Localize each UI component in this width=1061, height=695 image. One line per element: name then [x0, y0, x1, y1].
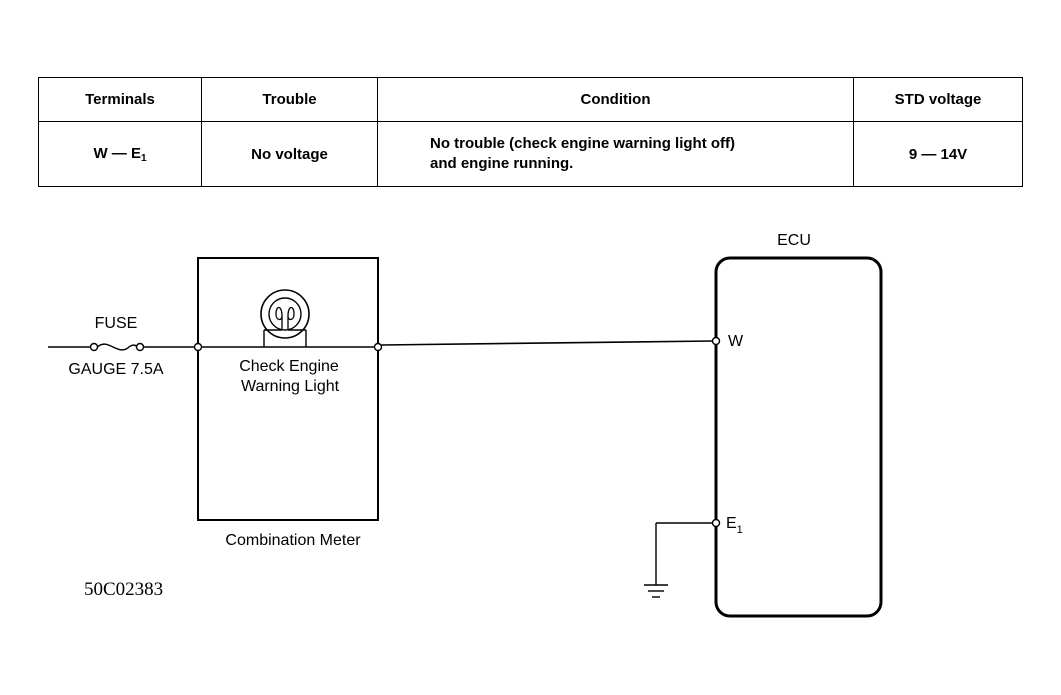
- cell-condition: No trouble (check engine warning light o…: [377, 121, 854, 187]
- fuse-symbol: [89, 342, 145, 352]
- terminal-e-label: E1: [726, 515, 743, 536]
- warning-lamp-icon: [260, 289, 310, 347]
- header-trouble: Trouble: [201, 77, 378, 122]
- cell-trouble: No voltage: [201, 121, 378, 187]
- ecu-box: [714, 256, 883, 618]
- fuse-label: FUSE: [95, 315, 138, 332]
- lamp-label-line-2: Warning Light: [241, 378, 340, 395]
- lamp-label-line-1: Check Engine: [239, 358, 339, 375]
- fuse-rating-label: GAUGE 7.5A: [68, 361, 163, 378]
- terminals-main: W — E: [93, 144, 141, 162]
- ecu-terminal-w: [711, 336, 721, 346]
- cell-std-voltage: 9 — 14V: [853, 121, 1023, 187]
- spec-table: Terminals Trouble Condition STD voltage …: [38, 77, 1023, 187]
- meter-terminal-out: [373, 342, 383, 352]
- condition-line-2: and engine running.: [430, 155, 574, 172]
- figure-code: 50C02383: [84, 579, 163, 600]
- terminal-e-sub: 1: [737, 524, 743, 536]
- ecu-terminal-e1: [711, 518, 721, 528]
- ground-icon: [644, 522, 713, 598]
- combination-meter-label: Combination Meter: [225, 532, 361, 549]
- condition-line-1: No trouble (check engine warning light o…: [430, 135, 736, 152]
- ecu-label: ECU: [777, 232, 811, 249]
- table-row: W — E1 No voltage No trouble (check engi…: [38, 121, 1023, 187]
- table-header-row: Terminals Trouble Condition STD voltage: [38, 77, 1023, 122]
- terminals-sub: 1: [140, 152, 147, 164]
- wire-meter-ecu: [381, 340, 714, 346]
- terminal-e-main: E: [726, 515, 737, 532]
- combination-meter-box: [197, 257, 379, 521]
- header-std-voltage: STD voltage: [853, 77, 1023, 122]
- header-terminals: Terminals: [38, 77, 202, 122]
- meter-terminal-in: [193, 342, 203, 352]
- terminal-w-label: W: [728, 333, 744, 350]
